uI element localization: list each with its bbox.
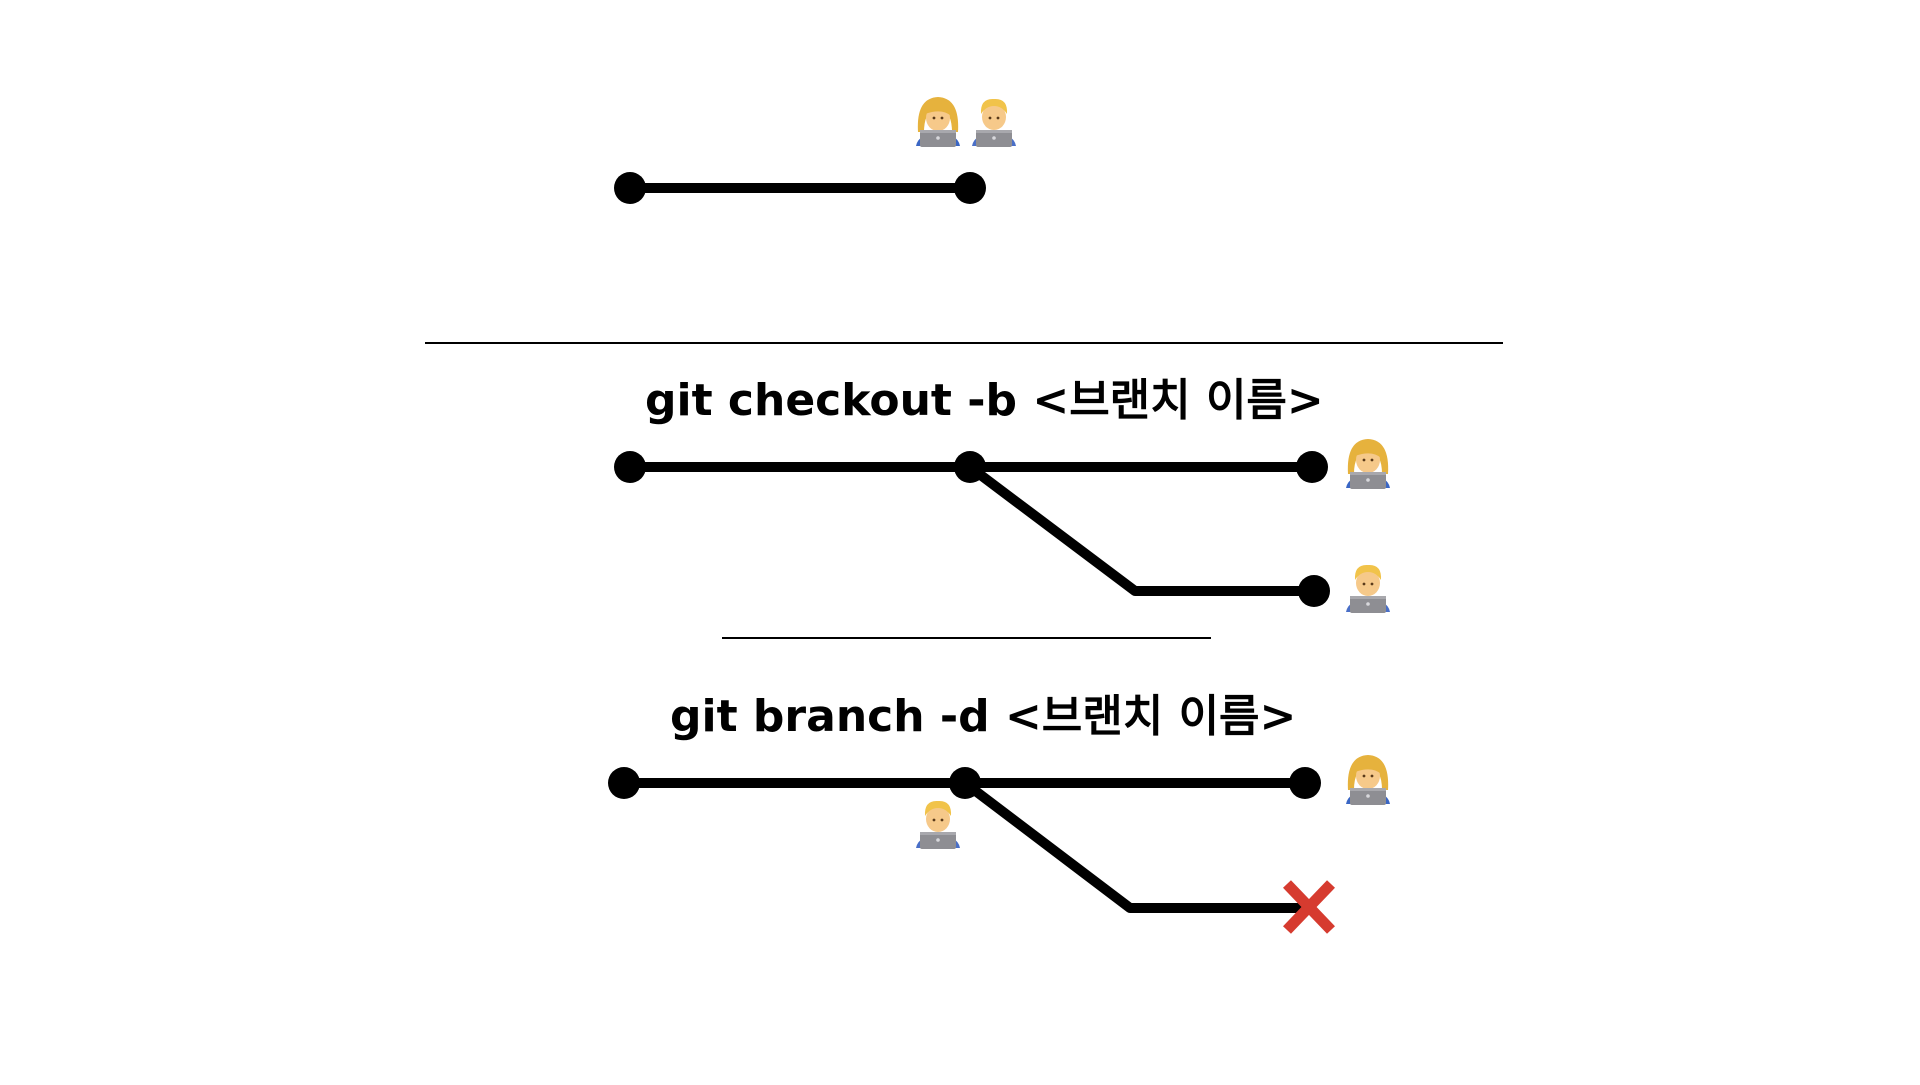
command-label: git branch -d <브랜치 이름> xyxy=(670,691,1296,742)
section-delete: git branch -d <브랜치 이름> xyxy=(608,691,1390,934)
commit-node xyxy=(949,767,981,799)
commit-node xyxy=(954,451,986,483)
commit-node xyxy=(1296,451,1328,483)
woman-technologist-icon xyxy=(1346,755,1390,805)
branch-feature-line xyxy=(965,462,1319,596)
woman-technologist-icon xyxy=(1346,439,1390,489)
commit-node xyxy=(954,172,986,204)
commit-node xyxy=(1289,767,1321,799)
woman-technologist-icon xyxy=(916,97,960,147)
command-label: git checkout -b <브랜치 이름> xyxy=(645,375,1324,426)
commit-node xyxy=(614,451,646,483)
commit-node xyxy=(608,767,640,799)
branch-deleted-line xyxy=(960,778,1305,913)
man-technologist-icon xyxy=(972,98,1016,147)
man-technologist-icon xyxy=(916,800,960,849)
commit-node xyxy=(614,172,646,204)
section-initial xyxy=(614,97,1016,204)
section-checkout: git checkout -b <브랜치 이름> xyxy=(614,375,1390,613)
commit-node xyxy=(1298,575,1330,607)
man-technologist-icon xyxy=(1346,564,1390,613)
red-cross-mark-icon xyxy=(1283,880,1335,934)
